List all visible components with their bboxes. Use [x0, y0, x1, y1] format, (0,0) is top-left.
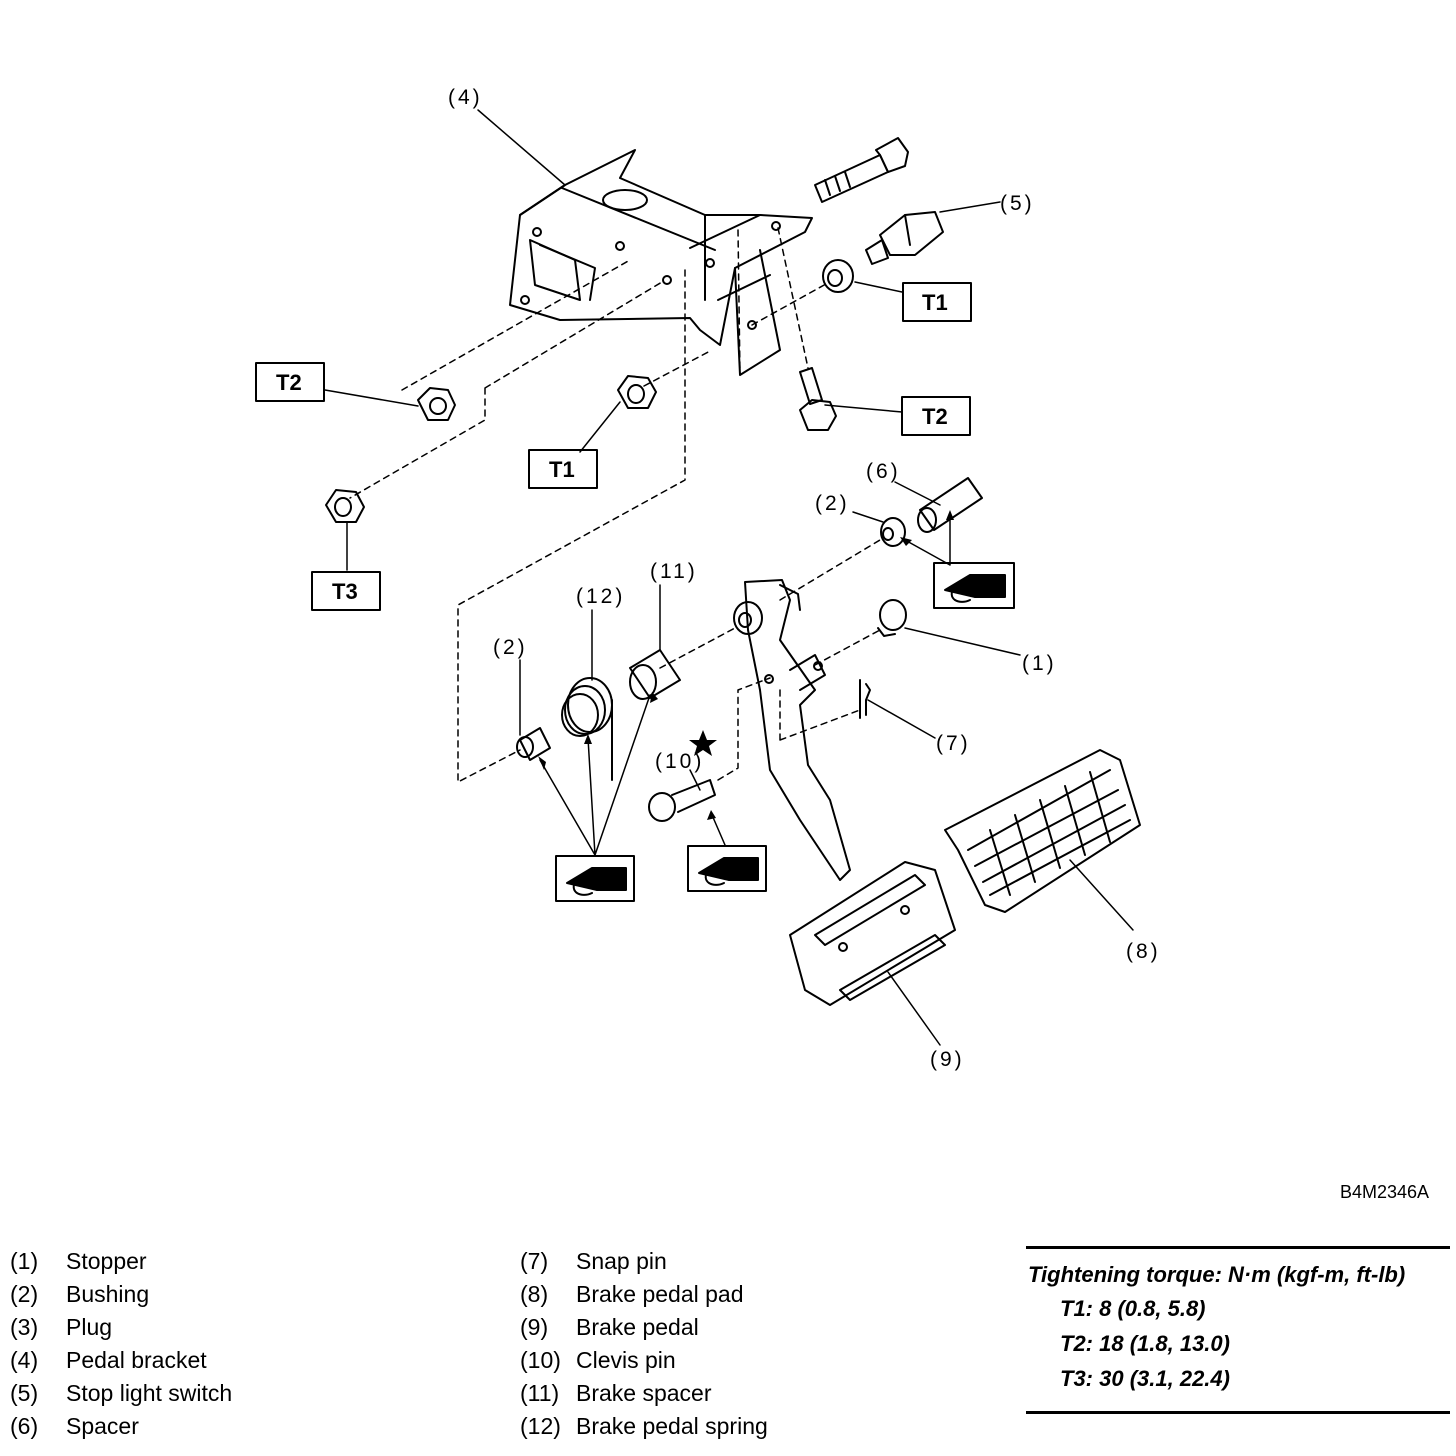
- legend-item: (4)Pedal bracket: [10, 1347, 207, 1373]
- spring-part: [561, 677, 613, 781]
- callout-9: (9): [930, 1048, 965, 1071]
- grease-icon: [933, 562, 1015, 609]
- callout-2-lower: (2): [493, 636, 528, 659]
- legend-item: (9)Brake pedal: [520, 1314, 699, 1340]
- torque-t3: T3: 30 (3.1, 22.4): [1060, 1366, 1230, 1391]
- callout-2-upper: (2): [815, 492, 850, 515]
- stop-light-switch-part: [865, 211, 944, 265]
- leader-lines: [324, 109, 1134, 1046]
- callout-7: (7): [936, 732, 971, 755]
- legend-item: (6)Spacer: [10, 1413, 139, 1439]
- callout-11: (11): [650, 560, 698, 583]
- spacer-part: [917, 477, 983, 533]
- legend-item: (11)Brake spacer: [520, 1380, 712, 1406]
- pedal-bracket-part: [509, 149, 813, 376]
- callout-12: (12): [576, 585, 625, 608]
- legend-item: (1)Stopper: [10, 1248, 147, 1274]
- callout-6: (6): [866, 460, 901, 483]
- callout-8: (8): [1126, 940, 1161, 963]
- grease-arrows: [539, 514, 951, 856]
- legend-item: (8)Brake pedal pad: [520, 1281, 744, 1307]
- torque-tag-boxes: [255, 282, 972, 611]
- star-icon: [689, 730, 717, 756]
- torque-tag-t1-upper: T1: [922, 290, 948, 315]
- stopper-part: [877, 599, 907, 637]
- nut-t2-left: [417, 387, 456, 421]
- clevis-pin-part: [648, 779, 716, 822]
- legend-item: (3)Plug: [10, 1314, 113, 1340]
- brake-spacer-part: [629, 649, 681, 700]
- brake-pedal-pad-part: [944, 749, 1141, 913]
- nut-t1-upper: [822, 259, 854, 293]
- callout-5: (5): [1000, 192, 1035, 215]
- legend-item: (7)Snap pin: [520, 1248, 667, 1274]
- tightening-torque-table: Tightening torque: N·m (kgf-m, ft-lb) T1…: [1026, 1246, 1450, 1414]
- torque-t1: T1: 8 (0.8, 5.8): [1060, 1296, 1206, 1321]
- torque-tag-t2-left: T2: [276, 370, 302, 395]
- bolt-t2-right: [799, 367, 837, 431]
- callout-1: (1): [1022, 652, 1057, 675]
- legend-item: (5)Stop light switch: [10, 1380, 233, 1406]
- torque-tag-t3: T3: [332, 579, 358, 604]
- torque-tag-t1-mid: T1: [549, 457, 575, 482]
- assembly-lines: [349, 227, 881, 783]
- torque-tag-t2-right: T2: [922, 404, 948, 429]
- torque-t2: T2: 18 (1.8, 13.0): [1060, 1331, 1230, 1356]
- grease-icon: [555, 855, 635, 902]
- brake-pedal-part: [733, 579, 956, 1006]
- legend-item: (12)Brake pedal spring: [520, 1413, 768, 1439]
- callout-4: (4): [448, 86, 483, 109]
- callout-10: (10): [655, 750, 704, 773]
- legend-item: (2)Bushing: [10, 1281, 150, 1307]
- bolt-part: [814, 137, 909, 203]
- torque-table-title: Tightening torque: N·m (kgf-m, ft-lb): [1028, 1262, 1406, 1287]
- bushing-upper-part: [880, 517, 906, 547]
- parts-legend-middle: (7)Snap pin (8)Brake pedal pad (9)Brake …: [520, 1245, 768, 1443]
- nut-t3: [325, 489, 365, 523]
- grease-icon: [687, 845, 767, 892]
- nut-t1-mid: [617, 375, 657, 409]
- snap-pin-part: [859, 679, 871, 719]
- bushing-lower-part: [516, 727, 551, 761]
- legend-item: (10)Clevis pin: [520, 1347, 676, 1373]
- parts-legend-left: (1)Stopper (2)Bushing (3)Plug (4)Pedal b…: [10, 1245, 232, 1443]
- figure-code: B4M2346A: [1340, 1182, 1430, 1202]
